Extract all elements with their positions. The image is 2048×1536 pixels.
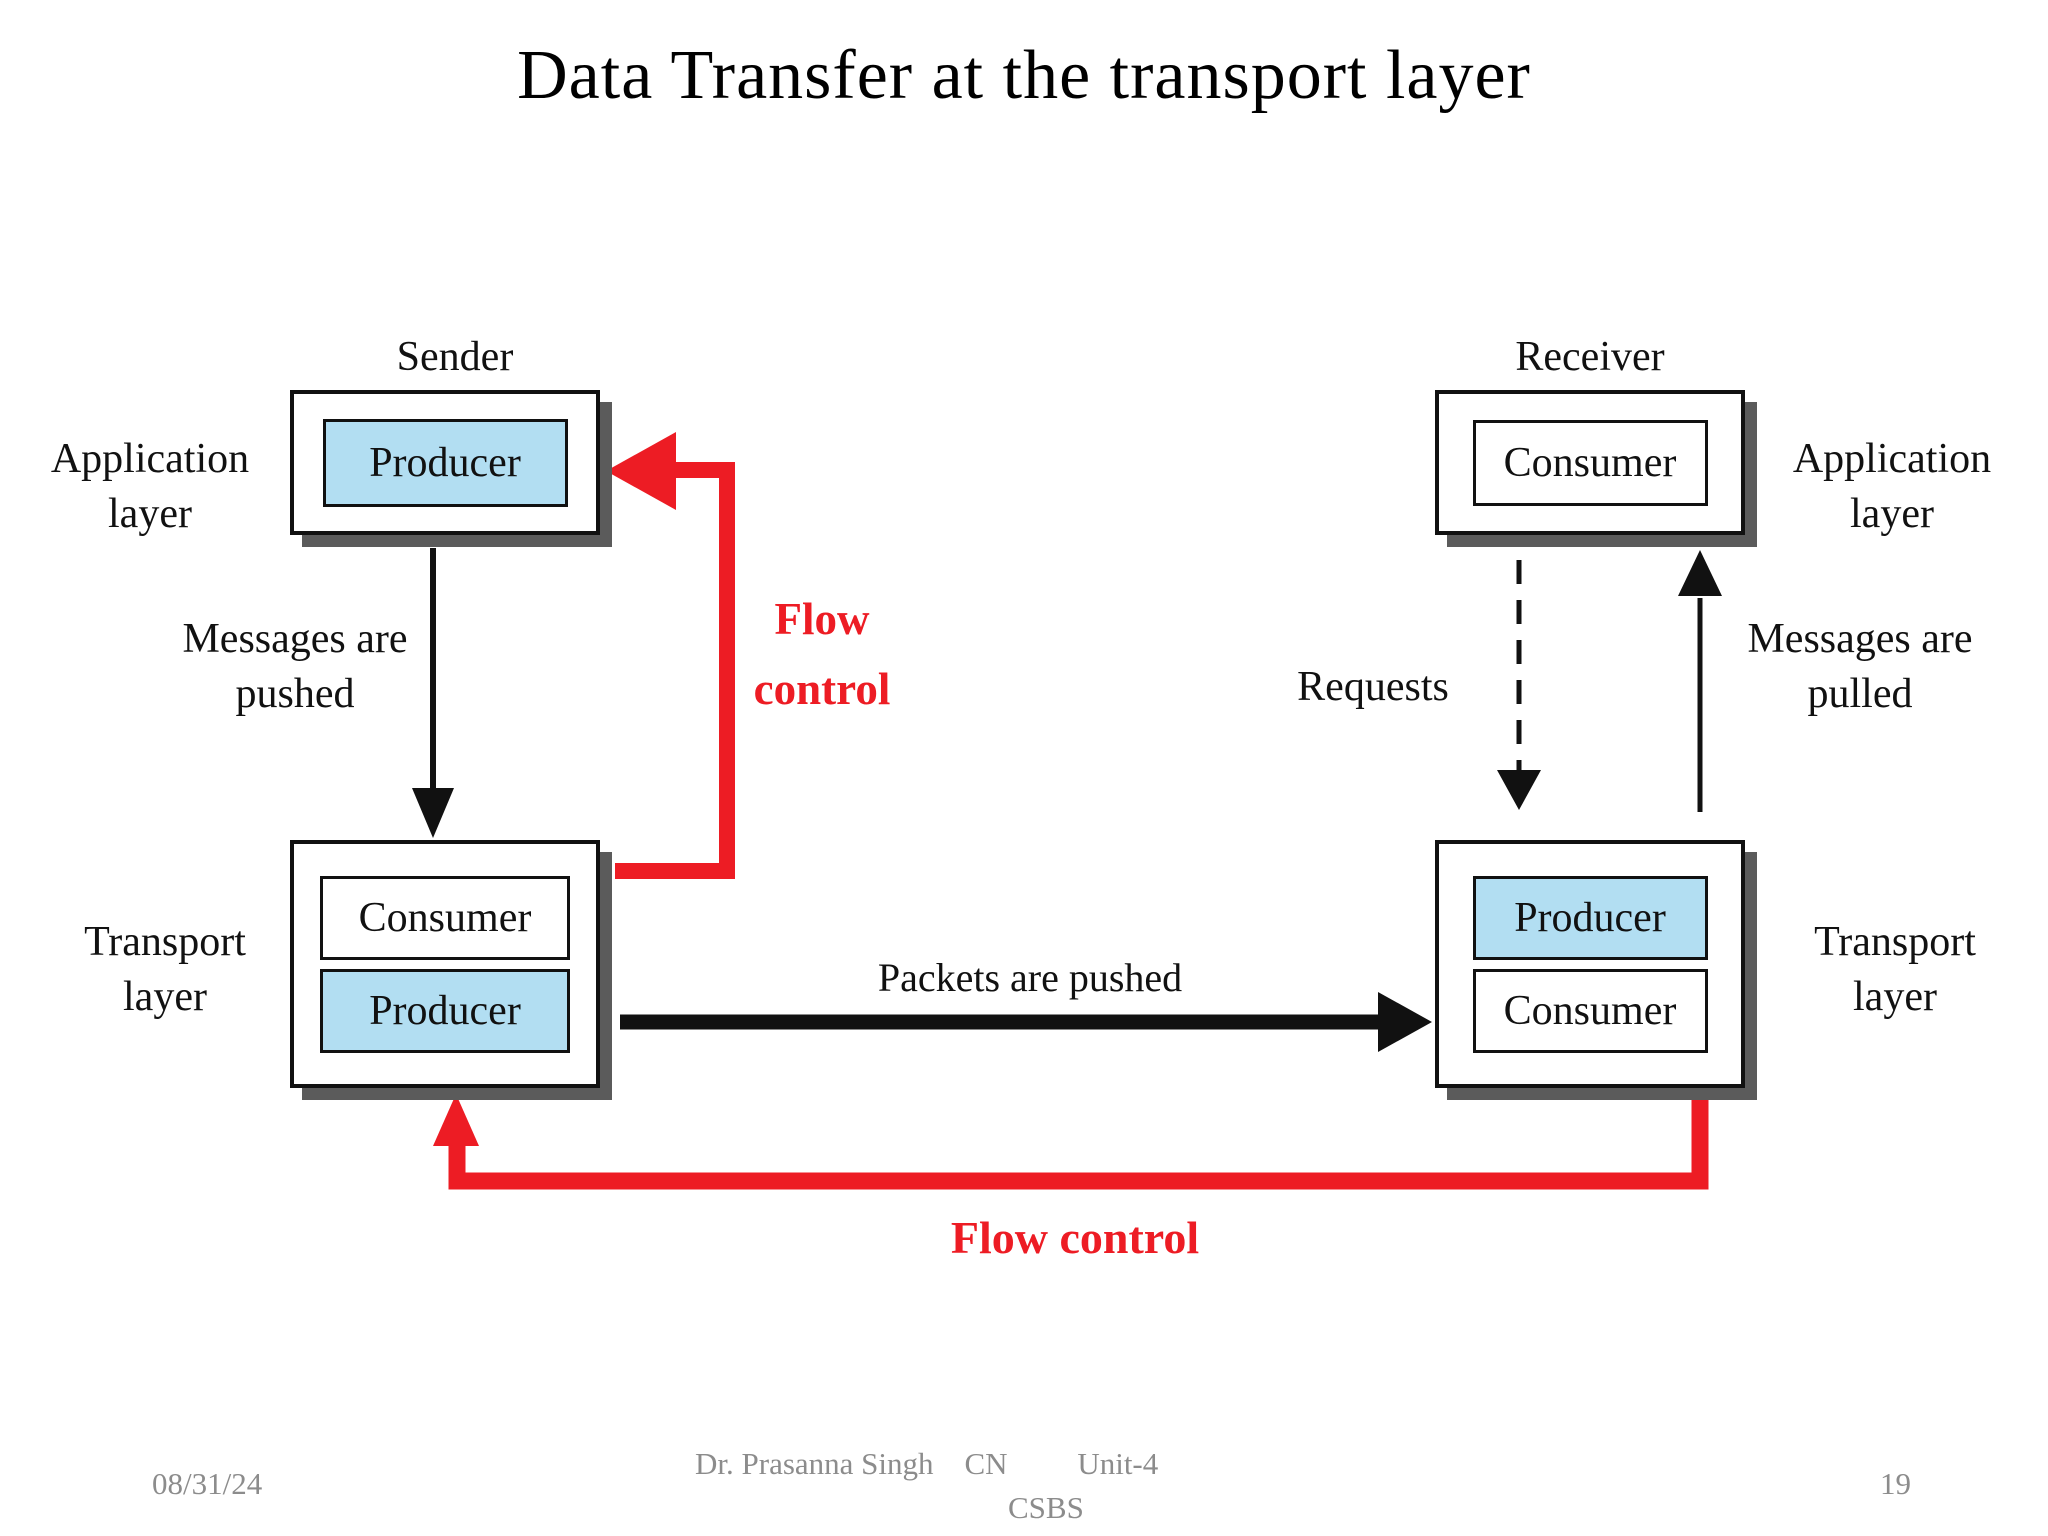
flow-control-bottom-arrow [433, 1090, 1709, 1190]
flow-control-top-arrow [606, 432, 735, 879]
transport-left-consumer-box: Consumer [320, 875, 570, 960]
sender-box: Producer [290, 390, 600, 535]
sender-title: Sender [396, 334, 514, 380]
flow-control-bottom-label: Flow control [950, 1212, 1200, 1263]
receiver-consumer-box: Consumer [1472, 419, 1708, 506]
requests-label: Requests [1297, 664, 1449, 710]
packets-pushed-label: Packets are pushed [877, 955, 1183, 1000]
application-layer-left-label: Application layer [50, 436, 250, 538]
transport-left-box: Consumer Producer [290, 840, 600, 1088]
flow-control-top-label: Flow control [753, 594, 891, 714]
transport-right-box: Producer Consumer [1435, 840, 1745, 1088]
transport-layer-right-label: Transport layer [1814, 919, 1976, 1021]
sender-producer-box: Producer [322, 418, 568, 507]
application-layer-right-label: Application layer [1792, 436, 1992, 538]
receiver-box: Consumer [1435, 390, 1745, 535]
transport-layer-left-label: Transport layer [84, 919, 246, 1021]
requests-arrow [1497, 560, 1541, 810]
slide-title: Data Transfer at the transport layer [517, 37, 1531, 114]
messages-pulled-arrow [1678, 550, 1722, 812]
footer-date: 08/31/24 [152, 1466, 263, 1501]
footer-center-line1: Dr. Prasanna Singh CN Unit-4 [695, 1446, 1159, 1481]
messages-pushed-arrow [412, 548, 454, 838]
transport-right-consumer-box: Consumer [1472, 968, 1708, 1053]
transport-right-producer-box: Producer [1472, 875, 1708, 960]
messages-pushed-label: Messages are pushed [182, 616, 408, 718]
messages-pulled-label: Messages are pulled [1747, 616, 1973, 718]
footer-center-line2: CSBS [1008, 1490, 1084, 1525]
footer-page-number: 19 [1880, 1466, 1911, 1501]
transport-left-producer-box: Producer [320, 968, 570, 1053]
receiver-title: Receiver [1515, 334, 1665, 380]
